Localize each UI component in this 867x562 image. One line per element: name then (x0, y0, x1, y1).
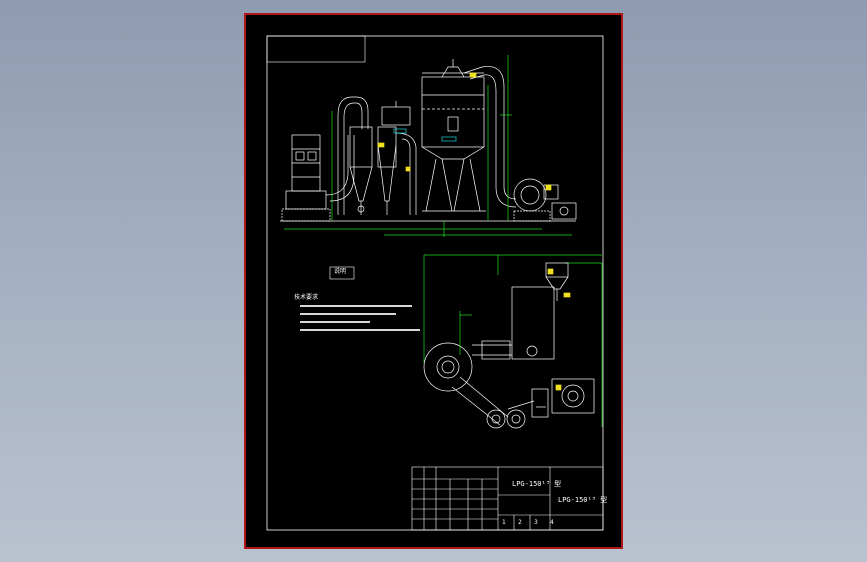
note-line-4 (300, 329, 420, 331)
tag-box (329, 266, 355, 280)
note-line-2 (300, 313, 396, 315)
tag-label: 说明 (334, 268, 347, 275)
elevation-view (280, 55, 577, 237)
scale-mark-1: 1 (502, 519, 506, 526)
plan-view (423, 254, 603, 429)
drawing-frame (266, 35, 604, 531)
scale-mark-3: 3 (534, 519, 538, 526)
title-block (411, 466, 604, 531)
drawing-sheet: 说明 技术要求 LPG-150¹³ 型 LPG-150¹³ 型 1 2 3 4 (244, 13, 623, 549)
title-model-lower: LPG-150¹³ 型 (558, 496, 608, 504)
cad-drawing (266, 35, 604, 531)
top-left-title-box (266, 35, 366, 63)
title-model-upper: LPG-150¹³ 型 (512, 480, 562, 488)
note-line-3 (300, 321, 370, 323)
note-line-1 (300, 305, 412, 307)
scale-mark-2: 2 (518, 519, 522, 526)
scale-mark-4: 4 (550, 519, 554, 526)
notes-heading: 技术要求 (294, 294, 319, 301)
